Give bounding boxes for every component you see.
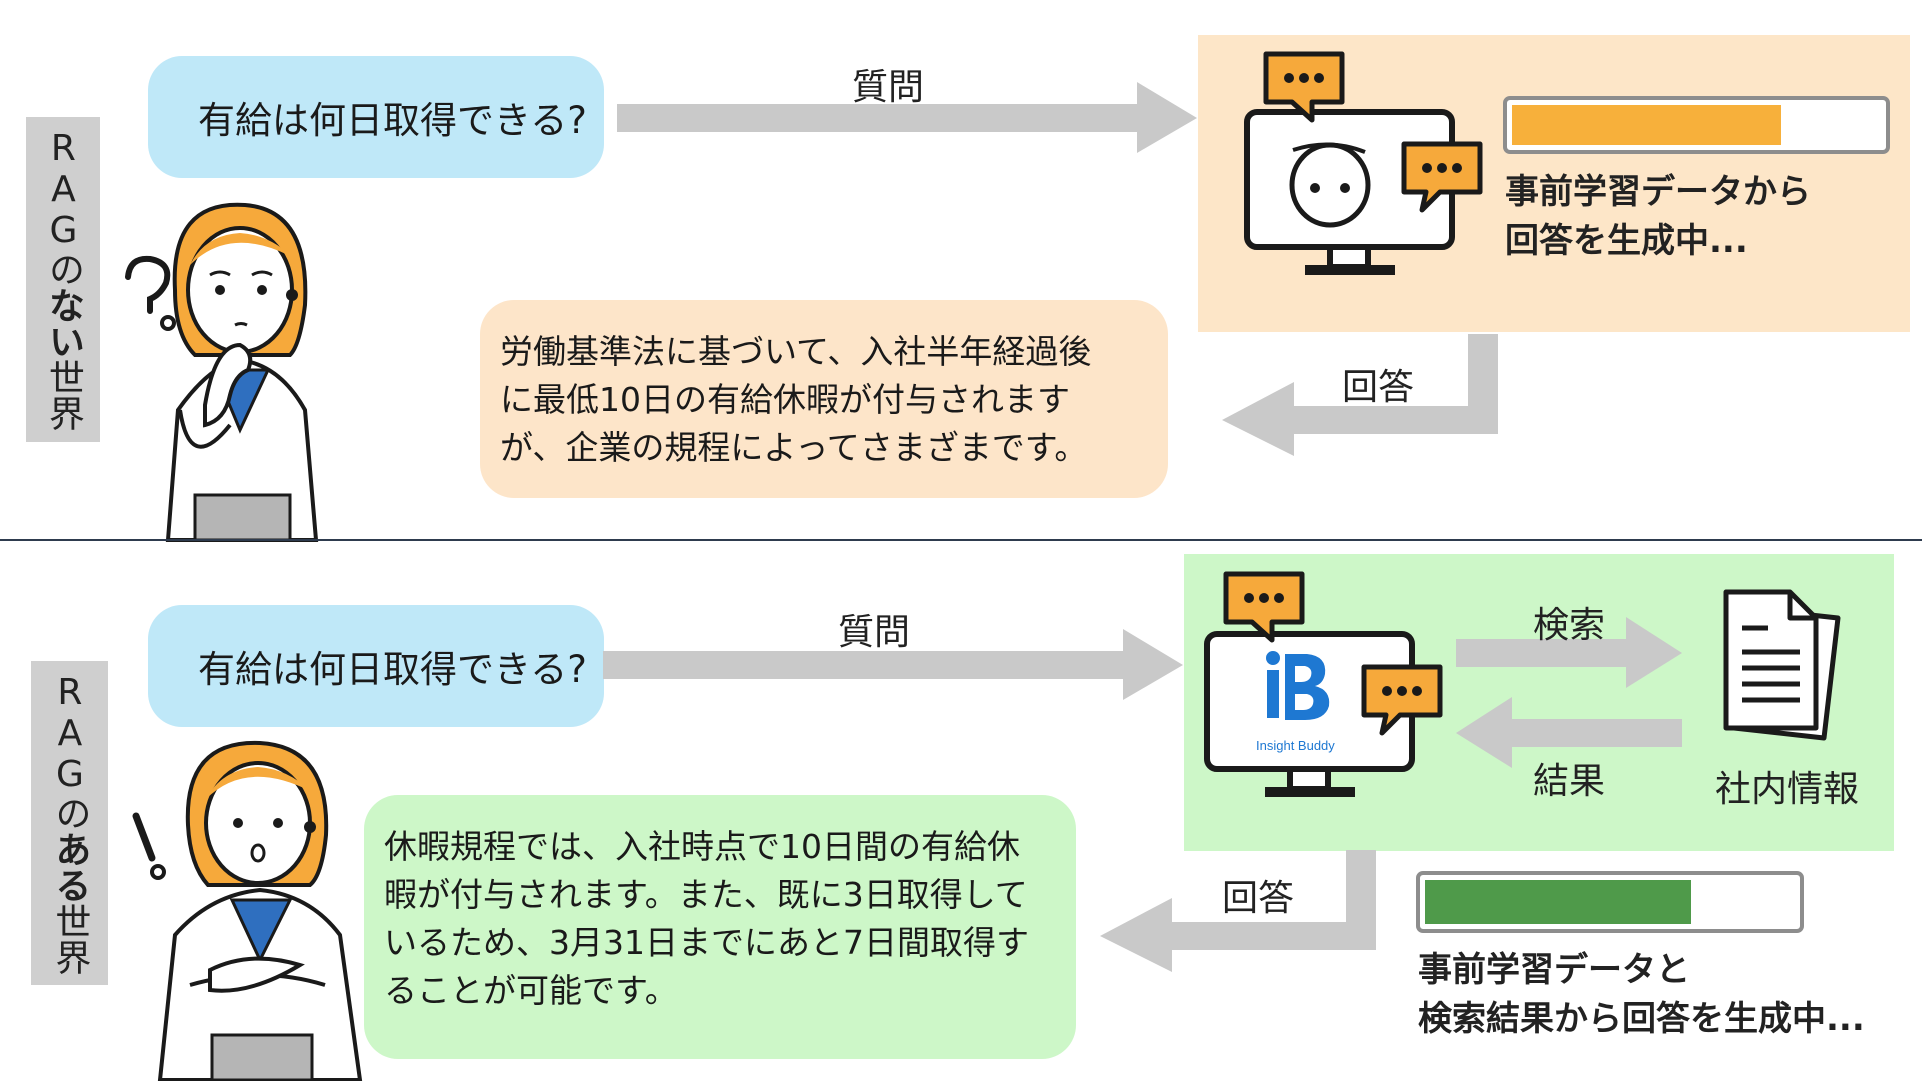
answer-line: 暇が付与されます。また、既に3日取得して [384, 874, 1028, 914]
answer-line: いるため、3月31日までにあと7日間取得す [384, 922, 1029, 962]
answer-arrow-label: 回答 [1222, 878, 1295, 919]
chat-bubble-icon [1263, 51, 1345, 123]
side-label-prefix: RAGの [42, 128, 84, 287]
status-line: 回答を生成中... [1505, 220, 1748, 261]
progress-bar-with-rag [1416, 871, 1804, 933]
search-arrow [1456, 617, 1682, 688]
answer-arrow [1222, 334, 1498, 456]
question-bubble: 有給は何日取得できる? [148, 605, 604, 727]
status-line: 事前学習データから [1505, 172, 1811, 212]
documents-label: 社内情報 [1715, 769, 1860, 810]
answer-bubble-without-rag: 労働基準法に基づいて、入社半年経過後 に最低10日の有給休暇が付与されます が、… [480, 300, 1168, 498]
answer-line: に最低10日の有給休暇が付与されます [500, 379, 1070, 419]
exclamation-icon [132, 812, 166, 880]
question-arrow-label: 質問 [852, 67, 925, 108]
search-arrow-label: 検索 [1533, 605, 1606, 646]
progress-fill [1425, 880, 1692, 924]
chat-bubble-icon [1401, 141, 1483, 213]
side-label-emphasis: ある [49, 830, 91, 903]
question-mark-icon [125, 255, 176, 331]
answer-line: 休暇規程では、入社時点で10日間の有給休 [384, 827, 1020, 866]
side-label-prefix: RAGの [49, 671, 91, 831]
logo-caption: Insight Buddy [1256, 738, 1335, 753]
question-text: 有給は何日取得できる? [198, 99, 587, 142]
documents-icon [1723, 589, 1841, 741]
result-arrow-label: 結果 [1533, 761, 1606, 802]
answer-line: が、企業の規程によってさまざまです。 [500, 427, 1088, 467]
side-label-emphasis: ない [42, 287, 84, 359]
monitor-face-icon [1244, 109, 1455, 275]
chat-bubble-icon [1361, 664, 1443, 736]
result-arrow [1456, 697, 1682, 768]
side-label-with-rag: RAGの ある 世界 [31, 661, 108, 985]
status-text-with-rag: 事前学習データと 検索結果から回答を生成中... [1418, 946, 1865, 1043]
question-arrow [617, 82, 1197, 153]
side-label-suffix: 世界 [49, 902, 91, 975]
answer-bubble-with-rag: 休暇規程では、入社時点で10日間の有給休 暇が付与されます。また、既に3日取得し… [364, 795, 1076, 1059]
surprised-person-icon [157, 740, 363, 1081]
status-line: 事前学習データと [1418, 950, 1690, 990]
confused-person-icon [165, 202, 319, 542]
question-arrow [603, 629, 1183, 700]
answer-line: 労働基準法に基づいて、入社半年経過後 [500, 332, 1092, 371]
side-label-without-rag: RAGの ない 世界 [26, 117, 100, 442]
answer-arrow-label: 回答 [1342, 367, 1415, 408]
answer-arrow [1100, 850, 1376, 972]
status-text-without-rag: 事前学習データから 回答を生成中... [1505, 168, 1811, 265]
progress-bar-without-rag [1503, 96, 1890, 154]
question-bubble: 有給は何日取得できる? [148, 56, 604, 178]
section-divider [0, 539, 1922, 541]
chat-bubble-icon [1223, 571, 1305, 643]
answer-line: ることが可能です。 [384, 970, 678, 1010]
question-text: 有給は何日取得できる? [198, 648, 587, 691]
side-label-suffix: 世界 [42, 359, 84, 431]
status-line: 検索結果から回答を生成中... [1418, 998, 1865, 1039]
question-arrow-label: 質問 [838, 612, 911, 653]
monitor-logo-icon [1204, 631, 1415, 797]
progress-fill [1512, 105, 1782, 145]
